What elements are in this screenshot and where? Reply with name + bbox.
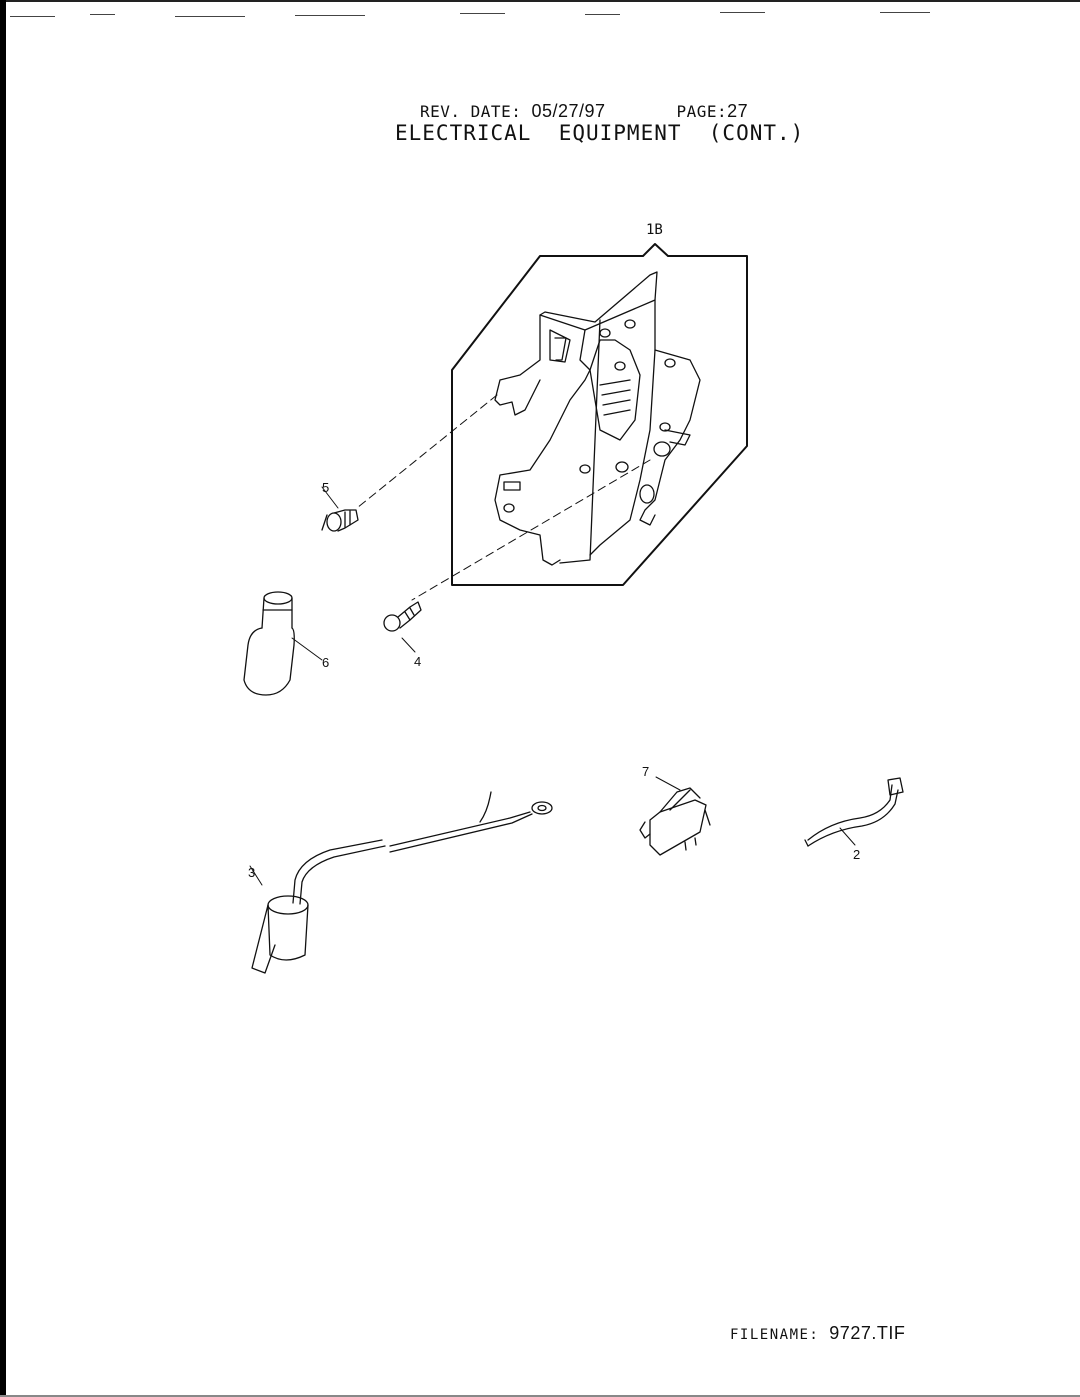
scan-bottom-border [0,1395,1080,1397]
page-number: 27 [727,101,749,121]
part-4-screw [383,601,422,653]
part-6-bulb [243,591,323,696]
scan-noise [10,16,55,17]
callout-6: 6 [322,655,330,670]
scan-noise [720,12,765,13]
assembly-1b-frame [451,243,748,586]
callout-4: 4 [414,654,422,669]
scan-noise [585,14,620,15]
mounting-bracket-drawing [494,271,701,566]
part-3-capacitor [249,791,553,974]
scan-noise [90,14,115,15]
scan-noise [880,12,930,13]
scan-left-border [0,0,6,1397]
part-7-switch [639,776,711,856]
filename-label: FILENAME: [730,1327,820,1343]
callout-2: 2 [853,847,861,862]
callout-3: 3 [248,865,256,880]
page-title: ELECTRICAL EQUIPMENT (CONT.) [395,121,805,145]
part-2-strap [804,777,904,847]
callout-5: 5 [322,480,330,495]
part-5-screw [321,486,359,532]
filename-footer: FILENAME: 9727.TIF [730,1323,905,1344]
scan-noise [175,16,245,17]
callout-7: 7 [642,764,650,779]
page-label: PAGE: [676,102,728,121]
scan-noise [295,15,365,16]
scan-noise [460,13,505,14]
scan-top-border [0,0,1080,2]
assembly-leader-lines [356,394,651,601]
callout-1b: 1B [646,222,663,238]
rev-date-label: REV. DATE: [420,102,522,121]
revision-header: REV. DATE: 05/27/97 PAGE:27 [420,101,748,122]
filename-value: 9727.TIF [829,1323,906,1343]
rev-date-value: 05/27/97 [531,101,606,121]
